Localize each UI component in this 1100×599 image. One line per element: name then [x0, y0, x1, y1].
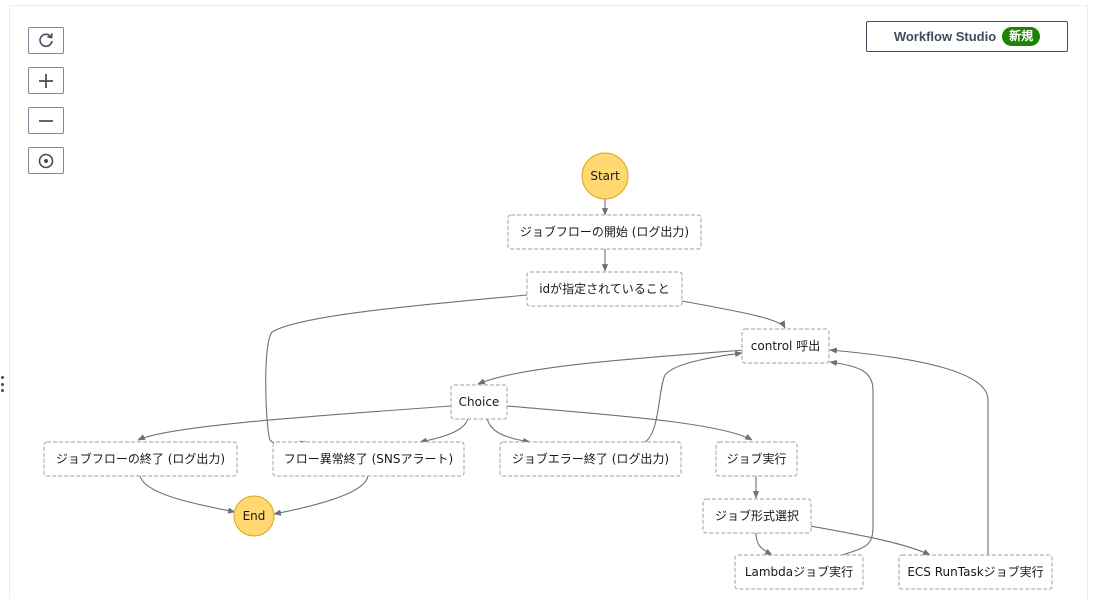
node-flow-end[interactable]: ジョブフローの終了 (ログ出力): [43, 441, 238, 477]
edge-flow-end-end: [139, 475, 236, 514]
node-label: End: [243, 509, 266, 523]
node-job-exec[interactable]: ジョブ実行: [715, 441, 798, 477]
canvas-top-border: [10, 5, 1088, 6]
node-abnormal-end[interactable]: フロー異常終了 (SNSアラート): [272, 441, 465, 477]
workflow-studio-label: Workflow Studio: [893, 29, 997, 44]
plus-icon: [39, 73, 53, 88]
edge-lambda-control: [829, 359, 874, 556]
node-label: ジョブ形式選択: [715, 508, 799, 523]
node-job-type[interactable]: ジョブ形式選択: [702, 498, 812, 534]
panel-resize-handle[interactable]: [0, 376, 4, 392]
edge-job-error-control: [644, 350, 743, 443]
edge-choice-abnormal-end: [419, 417, 469, 444]
node-choice[interactable]: Choice: [450, 384, 508, 420]
workflow-studio-button[interactable]: Workflow Studio 新規: [866, 21, 1068, 52]
edge-choice-job-exec: [506, 405, 753, 441]
node-label: Lambdaジョブ実行: [745, 564, 853, 579]
minus-icon: [39, 119, 53, 122]
grip-dot: [0, 376, 4, 379]
node-start[interactable]: Start: [581, 152, 629, 200]
new-badge: 新規: [1002, 27, 1041, 46]
edge-choice-flow-end: [137, 405, 452, 441]
node-label: ECS RunTaskジョブ実行: [907, 564, 1043, 579]
zoom-in-button[interactable]: [28, 67, 64, 94]
edge-id-check-control: [681, 300, 786, 329]
node-lambda-job[interactable]: Lambdaジョブ実行: [734, 554, 864, 590]
grip-dot: [0, 389, 4, 392]
node-label: idが指定されていること: [539, 281, 670, 296]
canvas-left-border: [9, 5, 10, 599]
grip-dot: [0, 382, 4, 386]
edge-control-choice: [477, 349, 746, 385]
refresh-icon: [39, 32, 53, 47]
node-flow-start[interactable]: ジョブフローの開始 (ログ出力): [507, 214, 702, 250]
edge-ecs-control: [829, 347, 989, 555]
node-job-error[interactable]: ジョブエラー終了 (ログ出力): [499, 441, 682, 477]
node-label: フロー異常終了 (SNSアラート): [284, 451, 453, 466]
edge-job-type-ecs: [809, 525, 931, 556]
node-label: ジョブフローの終了 (ログ出力): [56, 451, 225, 466]
node-label: ジョブエラー終了 (ログ出力): [512, 451, 669, 466]
target-icon: [38, 153, 54, 168]
refresh-button[interactable]: [28, 27, 64, 54]
zoom-out-button[interactable]: [28, 107, 64, 134]
node-label: Start: [590, 169, 620, 183]
node-label: ジョブ実行: [726, 451, 786, 466]
center-button[interactable]: [28, 147, 64, 174]
node-label: Choice: [459, 395, 500, 409]
edge-choice-job-error: [486, 417, 531, 444]
node-id-check[interactable]: idが指定されていること: [526, 271, 683, 307]
node-control[interactable]: control 呼出: [741, 328, 830, 364]
edge-job-type-lambda: [755, 531, 773, 556]
node-label: ジョブフローの開始 (ログ出力): [520, 224, 689, 239]
edge-id-check-abnormal-end: [265, 294, 528, 447]
edge-abnormal-end-end: [273, 475, 369, 516]
node-label: control 呼出: [751, 339, 820, 353]
node-ecs-job[interactable]: ECS RunTaskジョブ実行: [898, 554, 1053, 590]
node-end[interactable]: End: [233, 495, 275, 537]
canvas-right-border: [1087, 5, 1088, 599]
